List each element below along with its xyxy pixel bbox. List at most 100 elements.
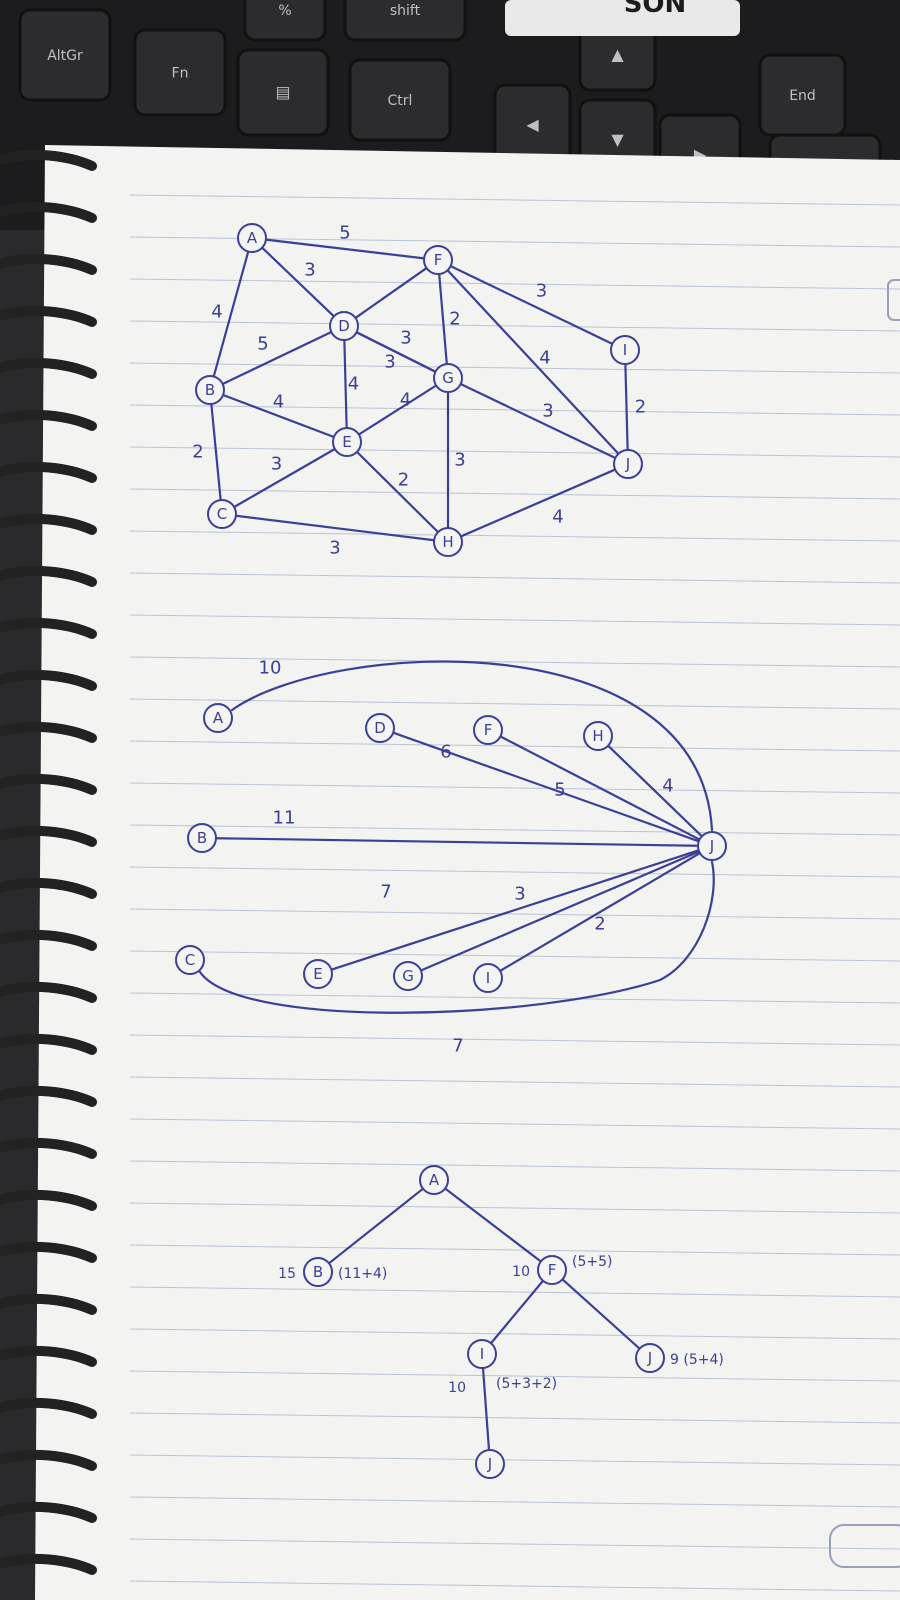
spiral-ring (0, 981, 97, 1003)
tree-node-expression: (11+4) (338, 1266, 387, 1282)
tree-node-cost: 10 (512, 1264, 530, 1280)
ruled-line (129, 1244, 900, 1256)
notebook-page (0, 145, 900, 1600)
graph-edge-weight: 4 (400, 390, 411, 411)
tree-edge (489, 1279, 545, 1345)
key-fn (133, 28, 227, 117)
graph-node-label: J (625, 455, 630, 473)
tree-edge (444, 1187, 542, 1263)
key-menu (236, 48, 330, 137)
graph-node-C: C (207, 499, 237, 529)
spiral-ring (0, 1553, 97, 1575)
spiral-ring (0, 1449, 97, 1471)
tree-node-F-2: F (537, 1255, 567, 1285)
graph-node-circle (195, 375, 225, 405)
spiral-ring (0, 1189, 97, 1211)
graph-edge (449, 264, 614, 346)
graph-node-label: I (623, 341, 627, 359)
graph-edge (261, 246, 335, 318)
ruled-line (129, 1160, 900, 1172)
tree-i-expression: (5+3+2) (496, 1376, 557, 1392)
spiral-ring (0, 357, 97, 379)
heuristic-node-J: J (697, 831, 727, 861)
graph-node-circle (610, 335, 640, 365)
ruled-line (129, 782, 900, 794)
graph-edge (233, 447, 336, 509)
tree-node-circle (537, 1255, 567, 1285)
ruled-line (129, 656, 900, 668)
key-end-label: End (789, 88, 816, 104)
heuristic-node-label: B (197, 829, 207, 847)
graph-node-E: E (332, 427, 362, 457)
key-percent-label: % (278, 3, 291, 19)
key-altgr (18, 8, 112, 102)
ruled-line (129, 1412, 900, 1424)
key-arrow-up-icon: ▲ (611, 45, 624, 64)
heuristic-weight: 10 (259, 658, 282, 679)
heuristic-node-label: D (374, 719, 386, 737)
tree-node-label: B (313, 1263, 323, 1281)
ruled-line (129, 1076, 900, 1088)
graph-edge-weight: 3 (400, 328, 411, 349)
graph-edge (221, 393, 336, 439)
tree-edge (561, 1278, 641, 1350)
heuristic-edges (198, 660, 715, 1014)
graph-edge-weight: 3 (542, 401, 553, 422)
heuristic-edge (498, 852, 702, 972)
brand-text: SON (624, 0, 687, 19)
heuristic-node-label: J (709, 837, 714, 855)
ruled-line (129, 278, 900, 290)
tree-i-cost: 10 (448, 1380, 466, 1396)
spiral-ring (0, 201, 97, 223)
ruled-line (129, 824, 900, 836)
graph-node-label: F (434, 251, 443, 269)
tree-node-label: J (647, 1349, 652, 1367)
heuristic-node-circle (473, 963, 503, 993)
tree-edge (481, 1366, 491, 1452)
ruled-line (129, 1328, 900, 1340)
heuristic-weight: 2 (594, 914, 605, 935)
graph-edge-weight: 3 (329, 538, 340, 559)
graph-edge (355, 450, 440, 534)
spiral-ring (0, 617, 97, 639)
ruled-line (129, 1538, 900, 1550)
heuristic-node-G: G (393, 961, 423, 991)
graph-edge (264, 238, 426, 260)
heuristic-node-C: C (175, 945, 205, 975)
spiral-ring (0, 669, 97, 691)
tree-node-circle (467, 1339, 497, 1369)
spiral-ring (0, 565, 97, 587)
heuristic-weight: 5 (554, 780, 565, 801)
ruled-line (129, 740, 900, 752)
graph-edge-weight: 3 (304, 260, 315, 281)
spiral-ring (0, 1137, 97, 1159)
heuristic-weight: 6 (440, 742, 451, 763)
graph-edge (459, 382, 617, 460)
tree-edges (327, 1187, 641, 1452)
key-arrow-down-icon: ▼ (611, 130, 624, 149)
graph-edge (438, 272, 448, 366)
graph-node-J: J (613, 449, 643, 479)
tree-node-circle (303, 1257, 333, 1287)
graph-node-F: F (423, 245, 453, 275)
ruled-line (129, 320, 900, 332)
graph-node-circle (207, 499, 237, 529)
heuristic-node-circle (393, 961, 423, 991)
graph-node-label: G (442, 369, 454, 387)
heuristic-weight: 11 (273, 808, 296, 829)
key-altgr-label: AltGr (47, 48, 83, 64)
ruled-line (129, 1580, 900, 1592)
tree-node-J-4: J (635, 1343, 665, 1373)
graph-edge-weight: 2 (635, 397, 646, 418)
spiral-ring (0, 1033, 97, 1055)
spiral-ring (0, 825, 97, 847)
graph-edge-weight: 4 (552, 507, 563, 528)
